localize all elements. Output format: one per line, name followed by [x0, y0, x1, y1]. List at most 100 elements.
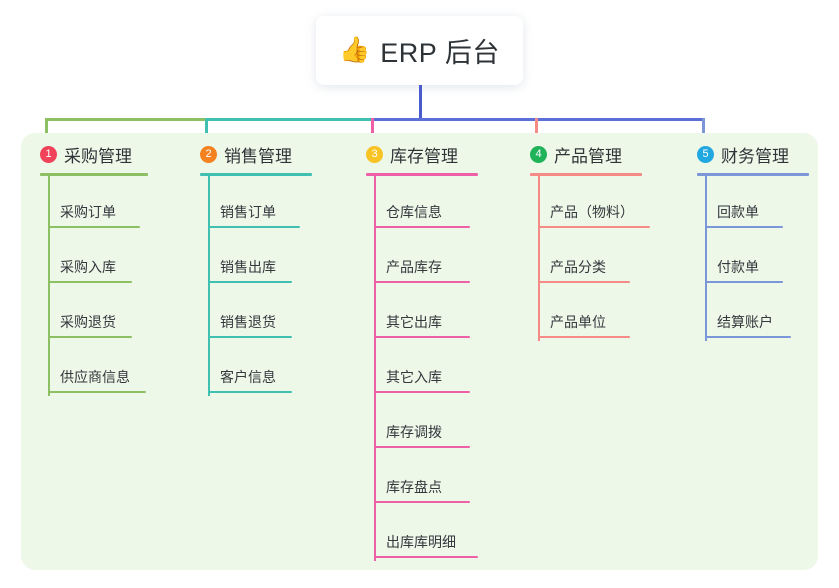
branch-item-label: 回款单	[717, 204, 759, 220]
branch-item[interactable]: 其它入库	[366, 341, 478, 396]
branch-item-underline	[48, 281, 132, 283]
branch-column-5: 5 财务管理回款单付款单结算账户	[697, 141, 809, 341]
branch-item-underline	[48, 226, 140, 228]
branch-item[interactable]: 采购入库	[40, 231, 148, 286]
branch-header-5[interactable]: 5 财务管理	[697, 141, 809, 167]
branch-spine	[48, 176, 50, 396]
branch-item-underline	[374, 281, 470, 283]
branch-title: 销售管理	[224, 146, 292, 166]
branch-item-underline	[374, 556, 478, 558]
branch-header-1[interactable]: 1 采购管理	[40, 141, 148, 167]
branch-item[interactable]: 产品单位	[530, 286, 642, 341]
branch-item[interactable]: 采购订单	[40, 176, 148, 231]
branch-item[interactable]: 产品分类	[530, 231, 642, 286]
branch-item[interactable]: 结算账户	[697, 286, 809, 341]
branch-item[interactable]: 其它出库	[366, 286, 478, 341]
branch-item-underline	[538, 336, 630, 338]
branch-number-badge: 4	[530, 145, 547, 163]
branch-item-label: 供应商信息	[60, 369, 130, 385]
connector-drop-3	[371, 118, 374, 145]
branch-item[interactable]: 销售出库	[200, 231, 312, 286]
branch-header-2[interactable]: 2 销售管理	[200, 141, 312, 167]
branch-item-underline	[538, 226, 650, 228]
branch-item-list: 产品（物料） 产品分类产品单位	[530, 176, 650, 341]
branch-item-label: 仓库信息	[386, 204, 442, 220]
branch-item[interactable]: 库存盘点	[366, 451, 478, 506]
branch-number-badge: 5	[697, 145, 714, 163]
branch-item-label: 付款单	[717, 259, 759, 275]
branch-item-list: 仓库信息产品库存其它出库其它入库库存调拨库存盘点出库库明细	[366, 176, 478, 561]
branch-item[interactable]: 销售退货	[200, 286, 312, 341]
branch-header-underline	[697, 173, 809, 176]
branch-item[interactable]: 回款单	[697, 176, 809, 231]
branch-item-label: 采购退货	[60, 314, 116, 330]
branch-header-underline	[530, 173, 642, 176]
branch-item[interactable]: 产品（物料）	[530, 176, 650, 231]
branch-item[interactable]: 付款单	[697, 231, 809, 286]
branch-item[interactable]: 产品库存	[366, 231, 478, 286]
branch-header-4[interactable]: 4 产品管理	[530, 141, 642, 167]
branch-item-label: 销售退货	[220, 314, 276, 330]
branch-column-3: 3 库存管理仓库信息产品库存其它出库其它入库库存调拨库存盘点出库库明细	[366, 141, 478, 561]
branch-item-underline	[48, 336, 132, 338]
branch-number-badge: 1	[40, 145, 57, 163]
branch-header-underline	[40, 173, 148, 176]
branch-spine	[538, 176, 540, 341]
branch-item-underline	[374, 446, 470, 448]
branch-number-badge: 3	[366, 145, 383, 163]
connector-drop-2	[205, 118, 208, 145]
branch-column-2: 2 销售管理销售订单销售出库销售退货客户信息	[200, 141, 312, 396]
connector-bus-1	[45, 118, 208, 121]
branch-item-underline	[705, 281, 783, 283]
branch-item-label: 客户信息	[220, 369, 276, 385]
branch-item-underline	[208, 226, 300, 228]
branch-item-label: 产品（物料）	[550, 204, 634, 220]
branch-item-underline	[705, 226, 783, 228]
branch-column-1: 1 采购管理采购订单采购入库采购退货供应商信息	[40, 141, 148, 396]
branch-item[interactable]: 销售订单	[200, 176, 312, 231]
thumbs-up-icon: 👍	[339, 36, 371, 64]
branch-header-3[interactable]: 3 库存管理	[366, 141, 478, 167]
branch-column-4: 4 产品管理产品（物料） 产品分类产品单位	[530, 141, 650, 341]
branch-item-list: 回款单付款单结算账户	[697, 176, 809, 341]
branch-item-label: 产品单位	[550, 314, 606, 330]
branch-item-label: 采购订单	[60, 204, 116, 220]
branch-spine	[705, 176, 707, 341]
connector-bus-4	[535, 118, 705, 121]
branch-number-badge: 2	[200, 145, 217, 163]
branch-item-label: 其它出库	[386, 314, 442, 330]
branches-panel	[21, 133, 818, 570]
branch-item[interactable]: 库存调拨	[366, 396, 478, 451]
branch-item[interactable]: 采购退货	[40, 286, 148, 341]
branch-item-underline	[705, 336, 791, 338]
connector-drop-4	[535, 118, 538, 145]
connector-bus-2	[205, 118, 374, 121]
branch-item-label: 库存盘点	[386, 479, 442, 495]
branch-item[interactable]: 仓库信息	[366, 176, 478, 231]
branch-title: 库存管理	[390, 146, 458, 166]
branch-title: 产品管理	[554, 146, 622, 166]
branch-item-underline	[374, 501, 470, 503]
branch-item[interactable]: 客户信息	[200, 341, 312, 396]
branch-item[interactable]: 供应商信息	[40, 341, 148, 396]
branch-item-label: 销售出库	[220, 259, 276, 275]
branch-title: 财务管理	[721, 146, 789, 166]
branch-item-underline	[48, 391, 146, 393]
branch-item-label: 销售订单	[220, 204, 276, 220]
branch-spine	[374, 176, 376, 561]
branch-item-underline	[374, 336, 470, 338]
connector-drop-5	[702, 118, 705, 145]
branch-item-underline	[374, 226, 470, 228]
branch-title: 采购管理	[64, 146, 132, 166]
branch-item-underline	[538, 281, 630, 283]
branch-item[interactable]: 出库库明细	[366, 506, 478, 561]
branch-item-label: 结算账户	[717, 314, 773, 330]
root-node-title: ERP 后台	[380, 38, 500, 68]
branch-item-label: 产品分类	[550, 259, 606, 275]
branch-spine	[208, 176, 210, 396]
branch-item-label: 出库库明细	[386, 534, 456, 550]
branch-item-label: 产品库存	[386, 259, 442, 275]
branch-item-label: 采购入库	[60, 259, 116, 275]
root-node-card[interactable]: 👍 ERP 后台	[316, 16, 523, 85]
